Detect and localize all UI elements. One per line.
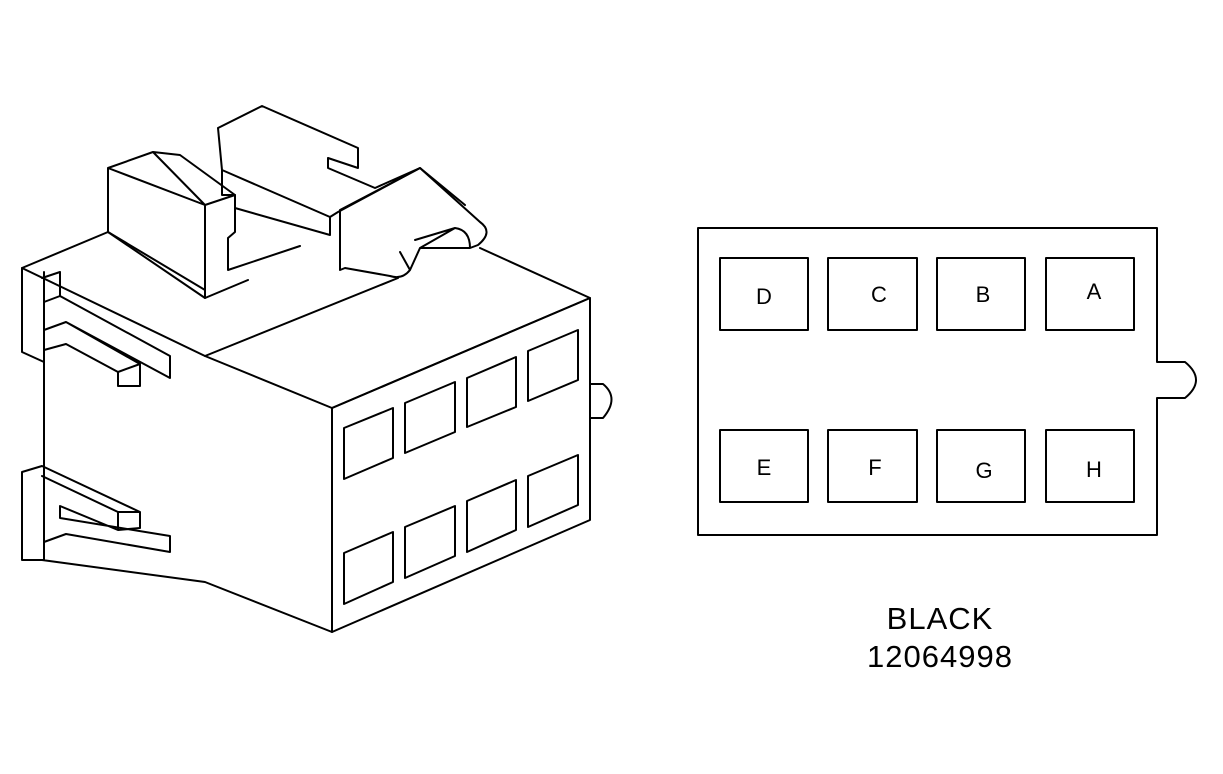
side-key-tab bbox=[589, 383, 613, 419]
lock-arm bbox=[217, 105, 488, 279]
front-cavity bbox=[466, 356, 517, 428]
cavity-label-h: H bbox=[1086, 457, 1102, 482]
front-cavity bbox=[343, 407, 394, 480]
upper-side-latch bbox=[41, 271, 171, 387]
connector-color-label: BLACK bbox=[886, 601, 994, 636]
cavity-b bbox=[936, 257, 1026, 331]
connector-body-left-side bbox=[21, 231, 109, 471]
cavity-g bbox=[936, 429, 1026, 503]
cavity-label-f: F bbox=[868, 455, 881, 480]
cavity-label-b: B bbox=[976, 282, 991, 307]
cavity-label-c: C bbox=[871, 282, 887, 307]
cavity-label-a: A bbox=[1087, 279, 1102, 304]
front-cavity bbox=[527, 454, 579, 528]
cavity-f bbox=[827, 429, 918, 503]
cavity-a bbox=[1045, 257, 1135, 331]
front-cavity bbox=[404, 505, 456, 579]
end-view-outline bbox=[697, 227, 1197, 536]
cavity-h bbox=[1045, 429, 1135, 503]
lower-side-latch bbox=[21, 465, 171, 561]
cavity-c bbox=[827, 257, 918, 331]
cavity-label-e: E bbox=[757, 455, 772, 480]
front-cavities bbox=[343, 329, 579, 605]
connector-body-ridge bbox=[21, 267, 206, 357]
cavity-d bbox=[719, 257, 809, 331]
front-cavity bbox=[404, 381, 456, 454]
connector-front-face bbox=[331, 297, 591, 633]
connector-end-view: D C B A E F G H bbox=[697, 227, 1197, 536]
cavity-label-d: D bbox=[756, 284, 772, 309]
lock-slot bbox=[204, 207, 301, 299]
cavity-e bbox=[719, 429, 809, 503]
connector-part-number: 12064998 bbox=[867, 639, 1013, 674]
connector-isometric-view bbox=[21, 105, 613, 633]
front-cavity bbox=[343, 531, 394, 605]
connector-body-top-face bbox=[107, 231, 591, 409]
front-cavity bbox=[527, 329, 579, 402]
connector-body-bottom-edge bbox=[41, 469, 333, 633]
lock-housing bbox=[107, 151, 466, 299]
front-cavity bbox=[466, 479, 517, 553]
cavity-label-g: G bbox=[975, 458, 992, 483]
